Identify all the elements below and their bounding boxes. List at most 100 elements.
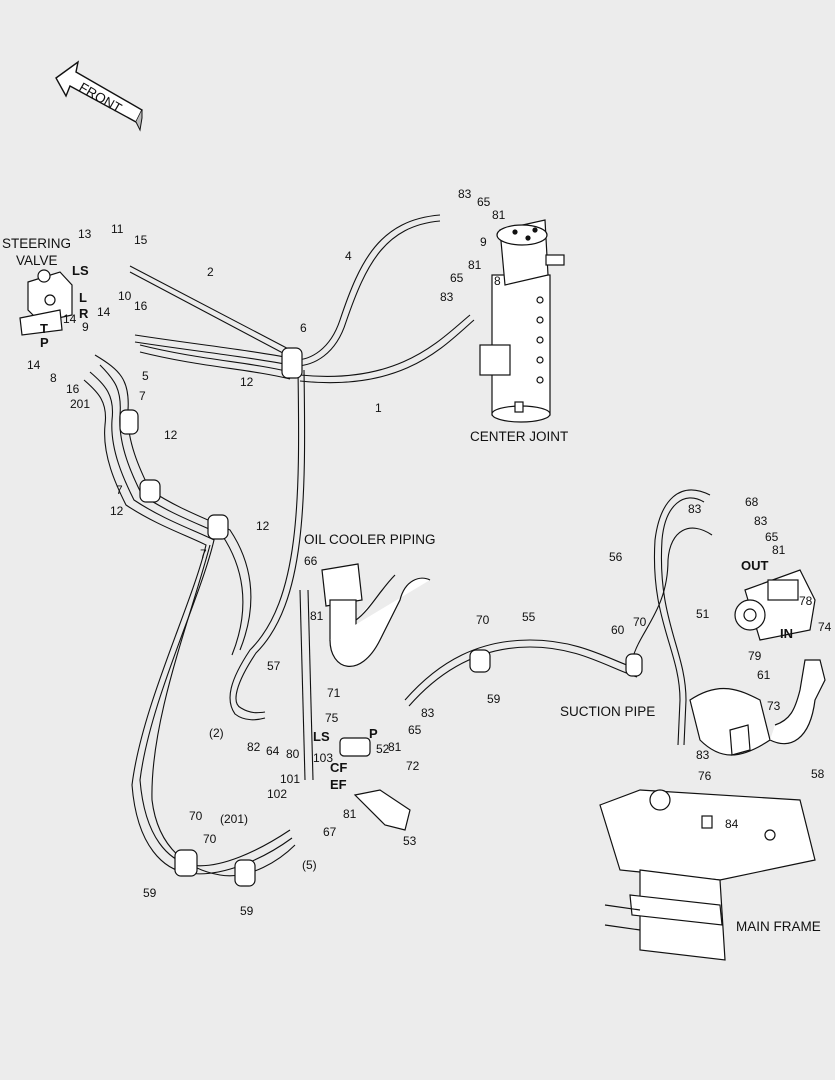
part-number: 12 (240, 375, 254, 389)
part-number: 16 (66, 382, 80, 396)
part-number: 8 (494, 274, 501, 288)
part-number: 11 (111, 222, 124, 236)
port-label: EF (330, 777, 347, 792)
clamps (119, 347, 643, 887)
part-number: 6 (300, 321, 307, 335)
port-label: CF (330, 760, 347, 775)
part-number: 81 (310, 609, 324, 623)
port-label: L (79, 290, 87, 305)
port-label: IN (780, 626, 793, 641)
part-number: 16 (134, 299, 148, 313)
part-number: 80 (286, 747, 300, 761)
part-number: 10 (118, 289, 132, 303)
part-number: 52 (376, 742, 390, 756)
center-joint (479, 219, 565, 423)
steering-valve (19, 269, 73, 336)
oil-cooler-pipe (321, 563, 431, 667)
part-number: 83 (754, 514, 768, 528)
section-labels: STEERING VALVE CENTER JOINT OIL COOLER P… (2, 236, 821, 934)
part-number: 67 (323, 825, 337, 839)
part-number: 81 (388, 740, 402, 754)
part-number: 70 (476, 613, 490, 627)
part-number: 83 (440, 290, 454, 304)
part-number: 68 (745, 495, 759, 509)
part-number: 70 (189, 809, 203, 823)
front-label: FRONT (77, 80, 125, 116)
part-number: 83 (421, 706, 435, 720)
part-number: 102 (267, 787, 287, 801)
part-number: 7 (200, 547, 207, 561)
part-number: 7 (116, 483, 123, 497)
suction-pipe (689, 659, 826, 756)
part-number: (201) (220, 812, 248, 826)
part-number: 66 (304, 554, 318, 568)
part-number: 2 (207, 265, 214, 279)
part-number: 82 (247, 740, 261, 754)
part-number: 12 (110, 504, 124, 518)
part-number: 64 (266, 744, 280, 758)
bracket (339, 737, 411, 831)
part-number: 83 (458, 187, 472, 201)
part-number: 101 (280, 772, 300, 786)
part-number: 65 (408, 723, 422, 737)
port-label: T (40, 321, 48, 336)
part-number: 9 (480, 235, 487, 249)
part-number: 13 (78, 227, 92, 241)
part-number: 12 (164, 428, 178, 442)
port-label: P (40, 335, 49, 350)
part-number: 14 (97, 305, 111, 319)
part-number: 56 (609, 550, 623, 564)
part-number: 12 (256, 519, 270, 533)
part-number: 14 (27, 358, 41, 372)
part-number: 83 (688, 502, 702, 516)
part-number: 73 (767, 699, 781, 713)
steering-valve-label-2: VALVE (16, 253, 58, 268)
part-number: 59 (487, 692, 501, 706)
port-label: P (369, 726, 378, 741)
port-label: LS (313, 729, 330, 744)
part-number: 4 (345, 249, 352, 263)
part-number: 81 (343, 807, 357, 821)
part-number: 65 (477, 195, 491, 209)
oil-cooler-piping-label: OIL COOLER PIPING (304, 532, 436, 547)
front-arrow: FRONT (55, 60, 143, 132)
part-number: 84 (725, 817, 739, 831)
part-number: 81 (492, 208, 506, 222)
part-number: 76 (698, 769, 712, 783)
port-label: OUT (741, 558, 769, 573)
part-number: 65 (765, 530, 779, 544)
part-number: 61 (757, 668, 771, 682)
part-number: 55 (522, 610, 536, 624)
port-label: R (79, 306, 89, 321)
part-number: 5 (142, 369, 149, 383)
part-number: 65 (450, 271, 464, 285)
part-number: 70 (203, 832, 217, 846)
part-number: 103 (313, 751, 333, 765)
part-number: 57 (267, 659, 281, 673)
main-frame (599, 789, 816, 961)
part-number: 70 (633, 615, 647, 629)
part-number: 8 (50, 371, 57, 385)
hoses (83, 214, 713, 877)
hydraulic-pump (734, 569, 816, 641)
part-number: 79 (748, 649, 762, 663)
part-number: 71 (327, 686, 341, 700)
part-number: 78 (799, 594, 813, 608)
part-number: (5) (302, 858, 317, 872)
part-number: 60 (611, 623, 625, 637)
steering-valve-label: STEERING (2, 236, 71, 251)
part-number: 59 (143, 886, 157, 900)
part-number: 9 (82, 320, 89, 334)
part-number: 58 (811, 767, 825, 781)
part-number: 74 (818, 620, 832, 634)
part-number: 7 (139, 389, 146, 403)
part-number: 201 (70, 397, 90, 411)
part-number: (2) (209, 726, 224, 740)
main-frame-label: MAIN FRAME (736, 919, 821, 934)
part-number: 83 (696, 748, 710, 762)
part-number: 72 (406, 759, 420, 773)
part-number: 1 (375, 401, 382, 415)
